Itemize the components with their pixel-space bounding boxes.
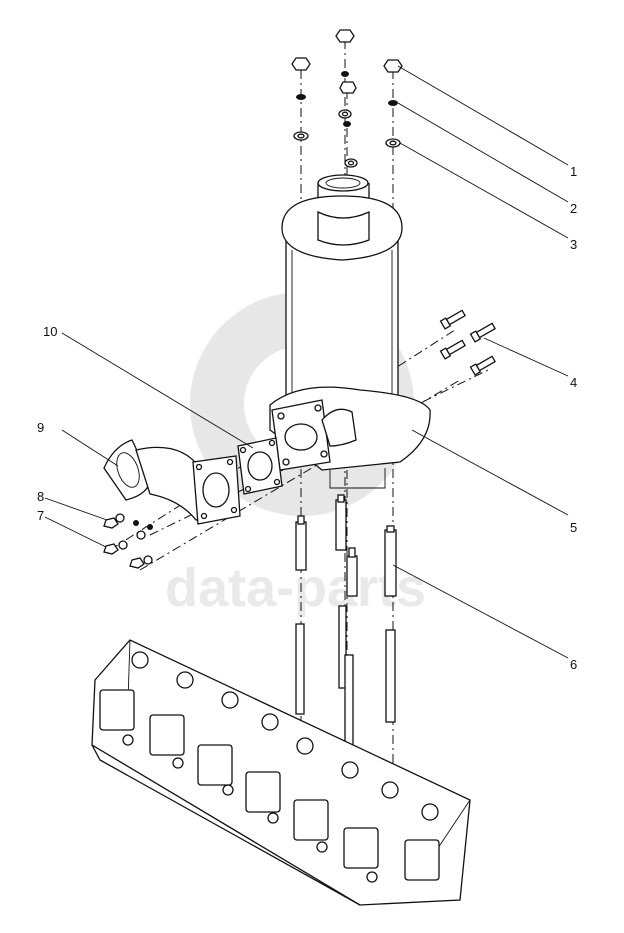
lock-washer-icon xyxy=(296,71,398,127)
exhaust-elbow-icon xyxy=(103,439,241,525)
callout-2: 2 xyxy=(570,201,577,216)
cylinder-head-icon xyxy=(91,639,471,906)
callout-4: 4 xyxy=(570,375,577,390)
callout-3: 3 xyxy=(570,237,577,252)
callouts: 1 2 3 4 5 6 7 8 9 10 xyxy=(37,164,577,672)
callout-5: 5 xyxy=(570,520,577,535)
bolts-icon xyxy=(439,309,496,376)
leader-lines xyxy=(44,65,569,659)
cylinder-head-rocker-icon xyxy=(122,651,439,883)
hex-nut-icon xyxy=(291,29,403,94)
flange-nuts-icon xyxy=(103,513,153,569)
flat-washer-icon xyxy=(293,109,401,168)
muffler-icon xyxy=(269,174,431,489)
callout-9: 9 xyxy=(37,420,44,435)
callout-8: 8 xyxy=(37,489,44,504)
callout-1: 1 xyxy=(570,164,577,179)
cylinder-head-port-icon xyxy=(99,689,440,881)
top-hardware xyxy=(291,29,403,168)
callout-7: 7 xyxy=(37,508,44,523)
callout-10: 10 xyxy=(43,324,57,339)
studs-icon xyxy=(295,494,397,766)
gasket-icon xyxy=(237,437,283,495)
callout-6: 6 xyxy=(570,657,577,672)
